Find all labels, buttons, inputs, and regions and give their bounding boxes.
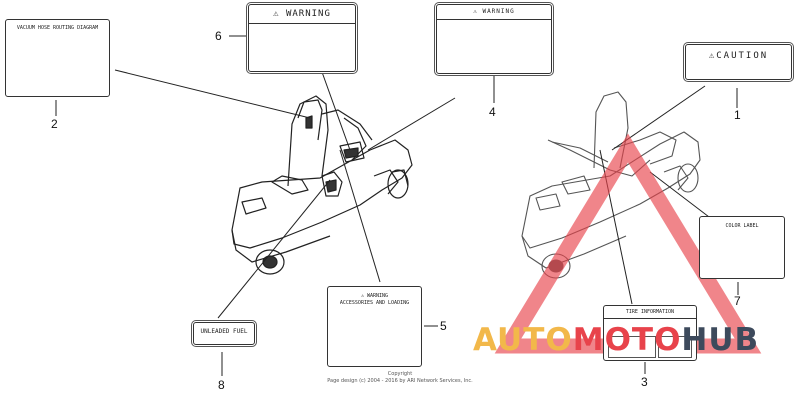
label-8-unleaded-fuel: UNLEADED FUEL [193,322,255,345]
label-3-cell-b [658,336,692,358]
label-3-tire-information: TIRE INFORMATION [603,305,697,361]
label-4-text: ⚠ WARNING [473,8,515,15]
label-6-text: ⚠ WARNING [273,9,331,19]
label-3-text: TIRE INFORMATION [625,309,675,315]
callout-number-4: 4 [489,105,496,119]
copyright-line-1: Copyright [387,371,413,377]
watermark-part-hub: HUB [681,322,760,358]
callout-number-5: 5 [440,319,447,333]
label-4-divider [437,19,551,20]
label-3-cell-a [608,336,656,358]
callout-number-8: 8 [218,378,225,392]
callout-ticks [55,35,739,376]
label-4-warning: ⚠ WARNING [436,4,552,74]
label-8-text: UNLEADED FUEL [200,328,248,335]
label-2-vacuum-hose-diagram: VACUUM HOSE ROUTING DIAGRAM [5,19,110,97]
watermark-part-auto: AUTO [473,322,573,358]
watermark-logo: AUTOMOTOHUB [473,322,759,358]
callout-number-6: 6 [215,29,222,43]
scooter-left [231,95,413,275]
label-1-text: ⚠CAUTION [708,51,769,61]
copyright-line-2: Page design (c) 2004 - 2016 by ARI Netwo… [327,378,473,384]
label-5-text: ⚠ WARNING [360,293,389,299]
callout-number-7: 7 [734,294,741,308]
label-5-subtext: ACCESSORIES AND LOADING [339,300,410,306]
label-7-color-label: COLOR LABEL [699,216,785,279]
callout-number-2: 2 [51,117,58,131]
label-7-text: COLOR LABEL [725,223,759,229]
label-6-warning: ⚠ WARNING [248,4,356,72]
callout-number-3: 3 [641,375,648,389]
leader-lines [114,69,714,319]
label-6-divider [249,23,355,24]
label-2-text: VACUUM HOSE ROUTING DIAGRAM [16,25,99,31]
callout-number-1: 1 [734,108,741,122]
label-1-caution: ⚠CAUTION [685,44,792,80]
watermark-part-moto: MOTO [572,322,682,358]
label-3-divider [604,318,696,319]
label-5-warning-accessories: ⚠ WARNING ACCESSORIES AND LOADING [327,286,422,367]
